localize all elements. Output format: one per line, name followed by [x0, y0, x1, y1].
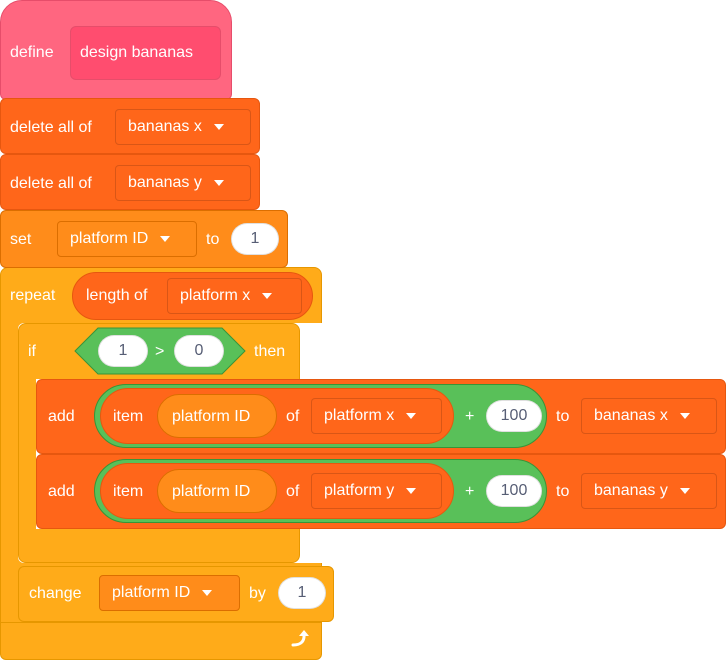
- plus-symbol: +: [465, 408, 475, 425]
- platform-id-reporter[interactable]: [157, 394, 277, 438]
- caret-down-icon: [213, 124, 224, 130]
- define-label: define: [10, 44, 54, 61]
- list-dropdown[interactable]: bananas x: [115, 109, 251, 145]
- operator-symbol: >: [155, 343, 165, 360]
- variable-name: platform ID: [112, 584, 191, 601]
- variable-name: platform ID: [70, 230, 149, 247]
- variable-dropdown[interactable]: platform ID: [57, 221, 197, 257]
- caret-down-icon: [160, 236, 171, 242]
- value-input[interactable]: 1: [231, 223, 279, 255]
- list-dropdown[interactable]: bananas x: [581, 398, 717, 434]
- set-label: set: [10, 231, 32, 248]
- define-name-slot[interactable]: [70, 26, 221, 80]
- index-name: platform ID: [172, 408, 251, 425]
- item-label: item: [113, 483, 144, 500]
- left-operand-input[interactable]: 1: [98, 335, 148, 367]
- caret-down-icon: [406, 488, 417, 494]
- by-label: by: [249, 585, 266, 602]
- to-label: to: [206, 231, 220, 248]
- caret-down-icon: [679, 413, 690, 419]
- index-name: platform ID: [172, 483, 251, 500]
- caret-down-icon: [679, 488, 690, 494]
- define-name: design bananas: [80, 44, 193, 61]
- list-name: platform x: [180, 287, 251, 304]
- right-operand-input[interactable]: 0: [174, 335, 224, 367]
- list-dropdown[interactable]: bananas y: [115, 165, 251, 201]
- add-label: add: [48, 408, 75, 425]
- platform-id-reporter[interactable]: [157, 469, 277, 513]
- caret-down-icon: [213, 180, 224, 186]
- list-name: bananas x: [128, 118, 202, 135]
- plus-symbol: +: [465, 483, 475, 500]
- to-label: to: [556, 408, 570, 425]
- then-label: then: [254, 343, 286, 360]
- list-name: bananas y: [128, 174, 202, 191]
- if-label: if: [28, 343, 36, 360]
- value-input[interactable]: 1: [278, 577, 326, 609]
- to-label: to: [556, 483, 570, 500]
- change-label: change: [29, 585, 82, 602]
- list-dropdown[interactable]: platform x: [311, 398, 442, 434]
- delete-label: delete all of: [10, 119, 92, 136]
- caret-down-icon: [406, 413, 417, 419]
- list-name: platform x: [324, 407, 395, 424]
- caret-down-icon: [262, 293, 273, 299]
- list-name: bananas x: [594, 407, 668, 424]
- item-label: item: [113, 408, 144, 425]
- length-label: length of: [86, 287, 148, 304]
- repeat-label: repeat: [10, 287, 56, 304]
- number-input[interactable]: 100: [486, 475, 542, 507]
- add-label: add: [48, 483, 75, 500]
- delete-label: delete all of: [10, 175, 92, 192]
- list-name: bananas y: [594, 482, 668, 499]
- of-label: of: [286, 408, 300, 425]
- variable-dropdown[interactable]: platform ID: [99, 575, 240, 611]
- list-name: platform y: [324, 482, 395, 499]
- caret-down-icon: [202, 590, 213, 596]
- list-dropdown[interactable]: bananas y: [581, 473, 717, 509]
- list-dropdown[interactable]: platform x: [167, 278, 302, 314]
- of-label: of: [286, 483, 300, 500]
- rotate-arrow-icon: [291, 630, 309, 647]
- number-input[interactable]: 100: [486, 400, 542, 432]
- list-dropdown[interactable]: platform y: [311, 473, 442, 509]
